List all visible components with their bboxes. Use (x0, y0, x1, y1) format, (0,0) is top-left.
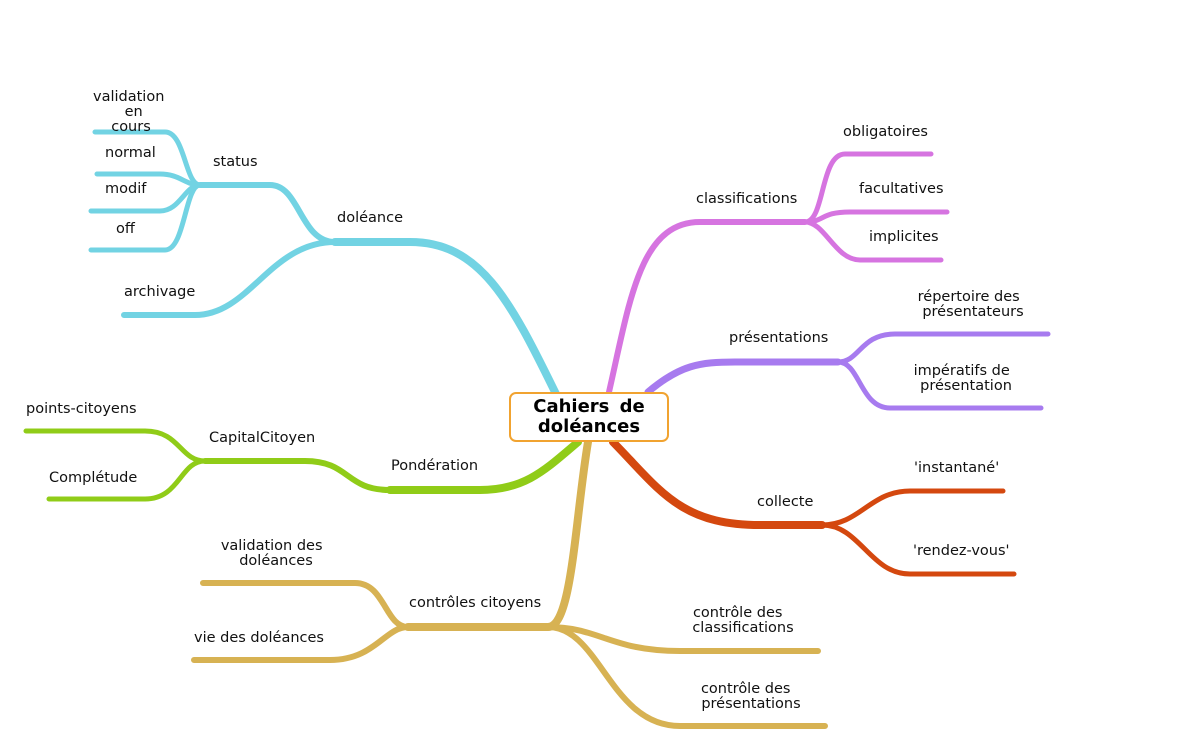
branch-classifications (606, 151, 950, 395)
edge-presentations-imperatifs (835, 359, 1044, 411)
edge-collecte-rendezvous (819, 522, 1017, 577)
edge-collecte-instantane (819, 488, 1006, 528)
node-imperatifs-presentation[interactable]: impératifs de présentation (914, 363, 1015, 394)
node-completude[interactable]: Complétude (49, 470, 137, 486)
edge-capital-points (23, 428, 208, 464)
edge-root-presentations (644, 358, 842, 396)
node-repertoire-presentateurs[interactable]: répertoire des présentateurs (918, 289, 1025, 320)
node-off[interactable]: off (116, 221, 136, 237)
edge-root-classifications (606, 219, 808, 395)
edge-root-ponderation (386, 438, 582, 494)
edge-capital-completude (46, 458, 208, 502)
branch-ponderation (23, 428, 582, 502)
branch-collecte (609, 438, 1017, 577)
edge-controles-validation (200, 580, 411, 630)
node-status[interactable]: status (213, 154, 258, 170)
node-implicites[interactable]: implicites (869, 229, 939, 245)
root-node[interactable]: Cahiers de doléances (509, 392, 669, 442)
node-facultatives[interactable]: facultatives (859, 181, 944, 197)
edge-doleance-status (197, 182, 338, 245)
node-vie-doleances[interactable]: vie des doléances (194, 630, 324, 646)
node-controle-classifications[interactable]: contrôle des classifications (692, 605, 793, 636)
node-validation-doleances[interactable]: validation des doléances (221, 538, 327, 569)
node-classifications[interactable]: classifications (696, 191, 797, 207)
branch-doleance (88, 129, 560, 398)
node-ponderation[interactable]: Pondération (391, 458, 478, 474)
node-rendez-vous[interactable]: 'rendez-vous' (913, 543, 1010, 559)
edge-presentations-repertoire (835, 331, 1051, 365)
node-normal[interactable]: normal (105, 145, 156, 161)
edge-root-doleance (331, 238, 560, 398)
node-doleance[interactable]: doléance (337, 210, 403, 226)
node-obligatoires[interactable]: obligatoires (843, 124, 928, 140)
node-controles-citoyens[interactable]: contrôles citoyens (409, 595, 541, 611)
edge-controles-vie (191, 624, 411, 663)
node-presentations[interactable]: présentations (729, 330, 828, 346)
node-archivage[interactable]: archivage (124, 284, 195, 300)
node-modif[interactable]: modif (105, 181, 147, 197)
edge-status-off (88, 182, 203, 253)
node-collecte[interactable]: collecte (757, 494, 813, 510)
node-instantane[interactable]: 'instantané' (914, 460, 999, 476)
edge-root-collecte (609, 438, 826, 529)
edge-classifications-implicites (802, 219, 944, 263)
branch-controles (191, 438, 828, 729)
node-validation-en-cours[interactable]: validation en cours (93, 89, 169, 135)
edge-controles-ctrl-presentations (545, 624, 828, 729)
node-controle-presentations[interactable]: contrôle des présentations (701, 681, 801, 712)
node-points-citoyens[interactable]: points-citoyens (26, 401, 137, 417)
edge-ponderation-capital (202, 458, 393, 493)
branch-presentations (644, 331, 1051, 411)
edge-classifications-facultatives (802, 209, 950, 225)
node-capitalcitoyen[interactable]: CapitalCitoyen (209, 430, 315, 446)
edge-doleance-archivage (121, 239, 338, 318)
